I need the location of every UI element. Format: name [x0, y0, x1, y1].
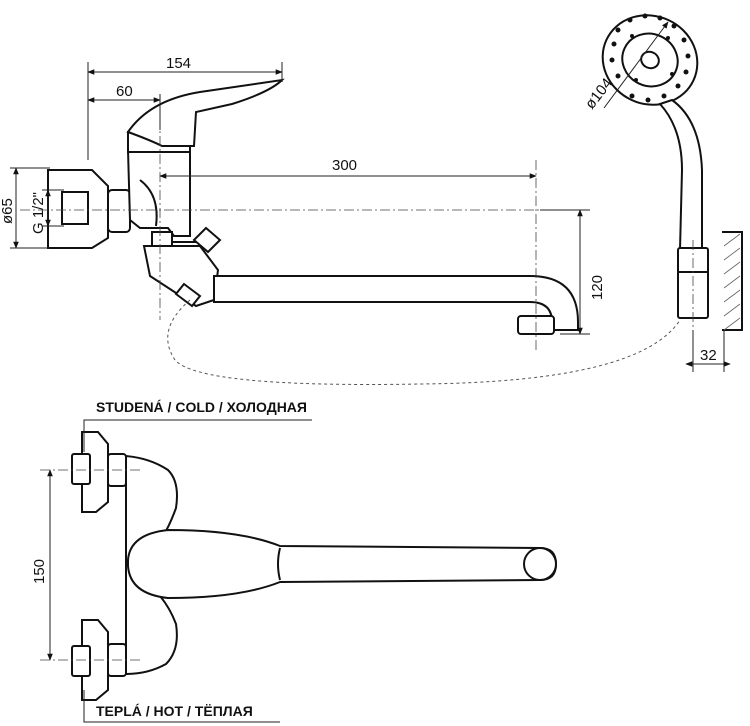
diverter-knob: [151, 226, 222, 254]
wall-section: [722, 231, 743, 331]
body-inner-curve: [139, 179, 158, 227]
shower-handle: [658, 98, 703, 251]
hot-inlet-nut: [71, 645, 91, 677]
lever-tip: [523, 547, 557, 581]
dim-flange-diameter: ø65: [0, 198, 16, 224]
thread-stub: [61, 191, 89, 225]
dim-inlet-spacing: 150: [31, 559, 48, 584]
dim-thread: G 1/2": [30, 192, 47, 234]
lever-handle-top: [127, 528, 558, 600]
dim-overall-depth: 154: [166, 55, 191, 72]
cold-inlet-nut: [71, 453, 91, 485]
top-view: [40, 419, 558, 723]
dim-spout-length: 300: [332, 157, 357, 174]
cold-inlet-flange: [81, 431, 109, 513]
label-cold: STUDENÁ / COLD / ХОЛОДНАЯ: [96, 399, 307, 415]
dimension-lines: [10, 62, 590, 335]
side-view: [20, 78, 681, 385]
shower-nozzles: [609, 13, 691, 103]
mixer-body-side: [126, 149, 191, 237]
dim-handle-offset: 60: [116, 83, 133, 100]
shower-outlet: [174, 282, 202, 308]
lever-handle-side: [126, 78, 285, 147]
label-hot: TEPLÁ / HOT / ТЁПЛАЯ: [96, 703, 253, 719]
union-nut: [107, 189, 131, 233]
dim-holder-offset: 32: [700, 347, 717, 364]
hose-path: [167, 299, 681, 385]
dim-spout-drop: 120: [589, 275, 606, 300]
hand-shower: [601, 13, 743, 372]
